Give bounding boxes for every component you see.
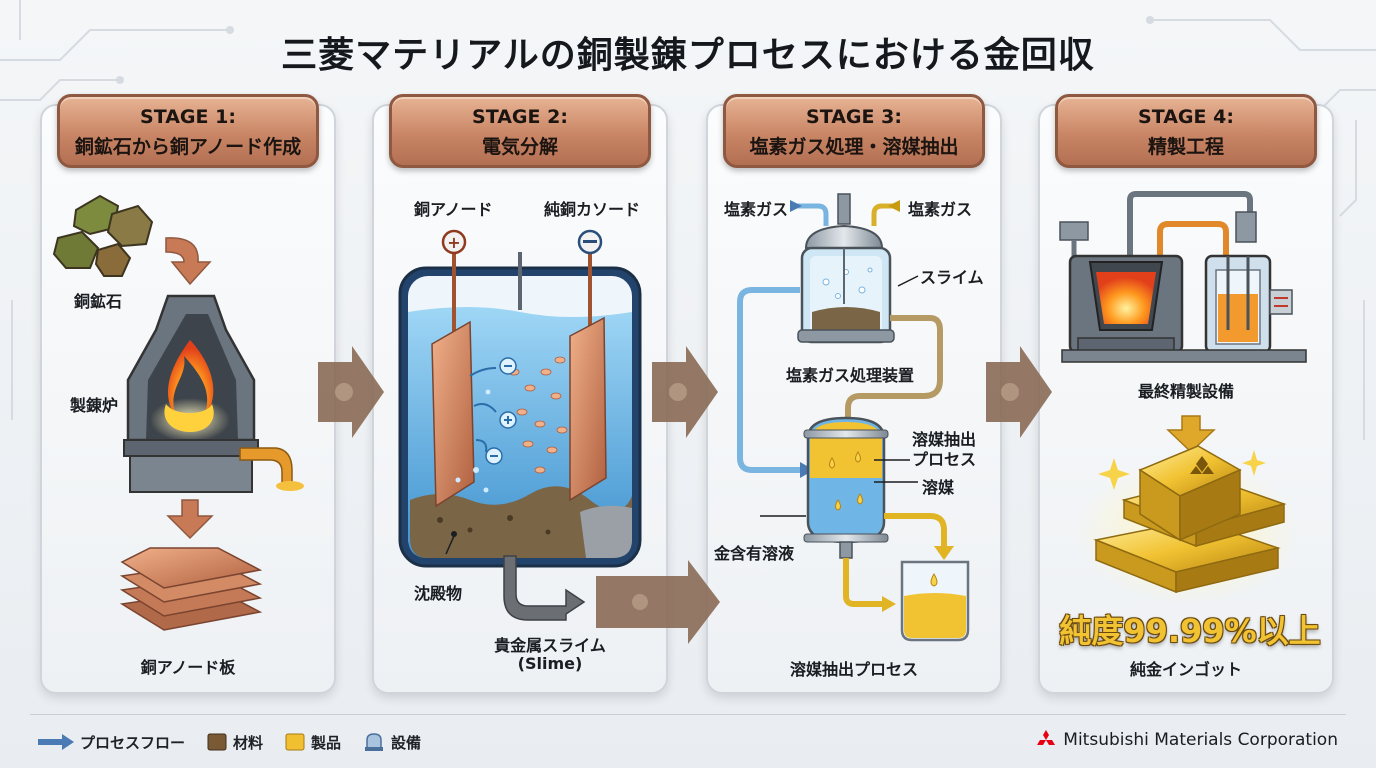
stage-1-label: STAGE 1: 銅鉱石から銅アノード作成 [57,94,319,168]
product-swatch-icon [285,733,305,751]
copper-anode-plate-icon [119,547,263,631]
equipment-icon [365,733,384,751]
slime-label-en: (Slime) [517,654,583,673]
gold-solution-pipe-right [884,513,947,548]
beaker-icon [900,560,970,642]
anode-arrow [166,499,214,540]
footer-divider [30,714,1346,715]
flow-arrow-2-3 [652,346,718,438]
legend-item-flow: プロセスフロー [38,732,185,753]
purity-label: 純度99.99%以上 [1059,612,1321,650]
stage-2-name: 電気分解 [481,136,558,158]
legend-item-material: 材料 [207,732,263,753]
arrow-icon [38,734,74,750]
legend: プロセスフロー 材料 製品 設備 [38,728,443,756]
copper-ore-icon [52,194,154,277]
ion-bubbles [485,357,517,465]
chlorine-arrow-right [888,200,900,212]
chlorine-right-label: 塩素ガス [908,200,973,219]
stage-4-label: STAGE 4: 精製工程 [1055,94,1317,168]
flow-arrow-3-4 [986,346,1052,438]
stage-3-number: STAGE 3: [806,106,902,128]
stage-2-label: STAGE 2: 電気分解 [389,94,651,168]
company-brand: Mitsubishi Materials Corporation [1035,730,1338,750]
refining-equipment-label: 最終精製設備 [1137,382,1234,401]
anode-plate-label: 銅アノード板 [140,658,236,677]
cathode-minus-icon [577,229,603,255]
solvent-extraction-column-icon [803,416,889,559]
mitsubishi-logo-icon [1037,730,1056,745]
sediment-label: 沈殿物 [414,584,463,603]
legend-label-flow: プロセスフロー [80,733,186,752]
cathode-label: 純銅カソード [544,200,641,219]
pure-copper-cathode-electrode [569,252,607,502]
plus-symbol: + [447,233,460,252]
solvent-label: 溶媒 [922,478,955,497]
extraction-label-1: 溶媒抽出 [912,430,977,449]
legend-item-equipment: 設備 [363,732,421,753]
company-name: Mitsubishi Materials Corporation [1063,730,1338,750]
flow-arrow-slime [596,560,720,644]
chlorine-treatment-vessel-icon [797,193,895,344]
stage-1-name: 銅鉱石から銅アノード作成 [74,136,302,158]
legend-label-equipment: 設備 [391,733,422,752]
extraction-label-2: プロセス [912,450,977,469]
slime-pipe [845,315,943,418]
stage-2-number: STAGE 2: [472,106,568,128]
stage-4-name: 精製工程 [1147,136,1224,158]
ingot-arrow [1166,415,1216,454]
smelting-furnace-icon [123,294,304,493]
gold-solution-pipe-down [843,558,884,607]
material-swatch-icon [207,733,227,751]
stage-4-number: STAGE 4: [1138,106,1234,128]
extraction-process-label: 溶媒抽出プロセス [789,660,918,679]
anode-plus-icon: + [441,229,467,255]
chlorine-gas-pipes [796,203,900,226]
page-title: 三菱マテリアルの銅製錬プロセスにおける金回収 [281,35,1095,76]
flow-arrow-1-2 [318,346,384,438]
slime-label: 貴金属スライム [494,636,606,655]
ingot-label: 純金インゴット [1129,660,1242,679]
stage-3-name: 塩素ガス処理・溶媒抽出 [749,136,959,158]
final-refining-equipment-icon [1059,191,1307,363]
gold-ingot-icon [1076,445,1300,604]
stage-1-number: STAGE 1: [140,106,236,128]
chlorine-left-label: 塩素ガス [724,200,789,219]
stage-3-label: STAGE 3: 塩素ガス処理・溶媒抽出 [723,94,985,168]
chlorine-device-label: 塩素ガス処理装置 [785,366,914,385]
return-pipe [737,287,808,473]
copper-anode-electrode [431,252,475,508]
ore-label: 銅鉱石 [74,292,123,311]
legend-label-product: 製品 [311,733,342,752]
legend-item-product: 製品 [285,732,341,753]
legend-label-material: 材料 [233,733,264,752]
slime-outflow-pipe [503,555,586,621]
ore-arrow [165,237,212,286]
slime-input-label: スライム [920,268,984,287]
anode-label: 銅アノード [414,200,493,219]
gold-solution-label: 金含有溶液 [714,544,795,563]
furnace-label: 製錬炉 [70,396,119,415]
chlorine-arrow-left [790,200,802,212]
sparkle-icon [1098,450,1266,490]
